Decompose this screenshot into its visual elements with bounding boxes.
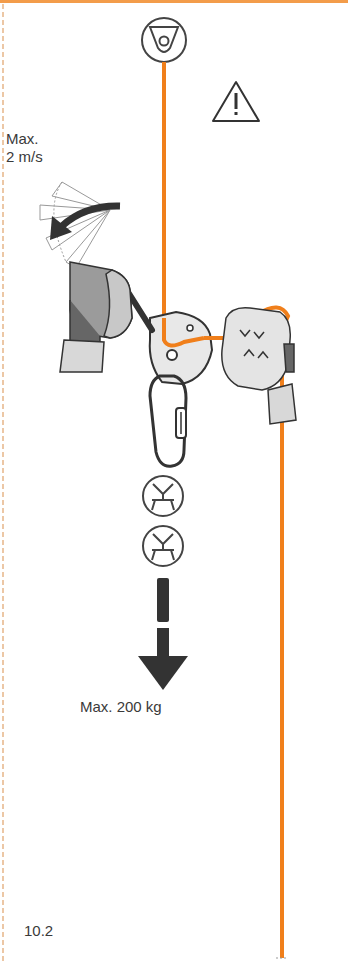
load-arrow bbox=[138, 578, 188, 690]
load-limit: Max. 200 kg bbox=[80, 698, 162, 716]
rope bbox=[162, 62, 166, 338]
descender-device bbox=[150, 312, 212, 384]
anchor-symbol bbox=[142, 18, 186, 62]
figure-number: 10.2 bbox=[24, 922, 53, 940]
margin-line bbox=[2, 4, 3, 963]
harness-symbol bbox=[143, 476, 183, 566]
right-glove bbox=[222, 308, 296, 424]
carabiner bbox=[150, 376, 186, 466]
left-glove bbox=[60, 262, 132, 372]
rope-end bbox=[276, 958, 288, 959]
rotation-arrow bbox=[50, 206, 120, 240]
warning-symbol bbox=[213, 82, 259, 121]
handle-positions bbox=[40, 182, 110, 268]
speed-limit: Max. 2 m/s bbox=[6, 130, 50, 166]
top-rule bbox=[0, 0, 348, 3]
